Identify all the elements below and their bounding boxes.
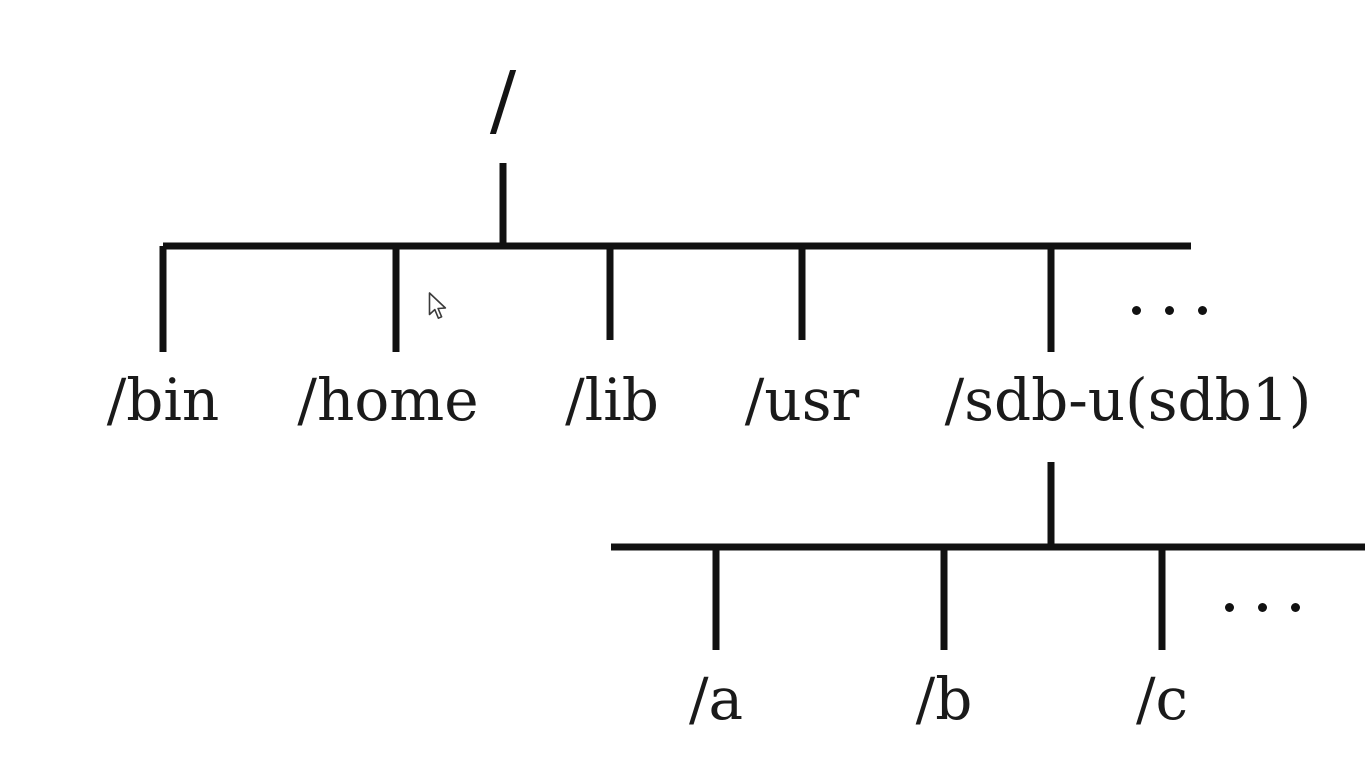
node-label-b: /b	[915, 665, 973, 733]
ellipsis-dot	[1165, 306, 1174, 315]
node-label-usr: /usr	[744, 366, 860, 434]
ellipsis-dot	[1258, 603, 1267, 612]
node-label-a: /a	[688, 665, 744, 733]
node-label-lib: /lib	[565, 366, 659, 434]
node-label-home: /home	[297, 366, 479, 434]
ellipsis-dot	[1198, 306, 1207, 315]
ellipsis-level1	[1132, 306, 1207, 315]
node-label-bin: /bin	[106, 366, 220, 434]
node-label-sdb-u: /sdb-u(sdb1)	[944, 366, 1312, 434]
ellipsis-level2	[1225, 603, 1300, 612]
ellipsis-dot	[1132, 306, 1141, 315]
node-label-c: /c	[1135, 665, 1189, 733]
ellipsis-dot	[1291, 603, 1300, 612]
node-label-root: /	[489, 56, 517, 146]
ellipsis-dot	[1225, 603, 1234, 612]
